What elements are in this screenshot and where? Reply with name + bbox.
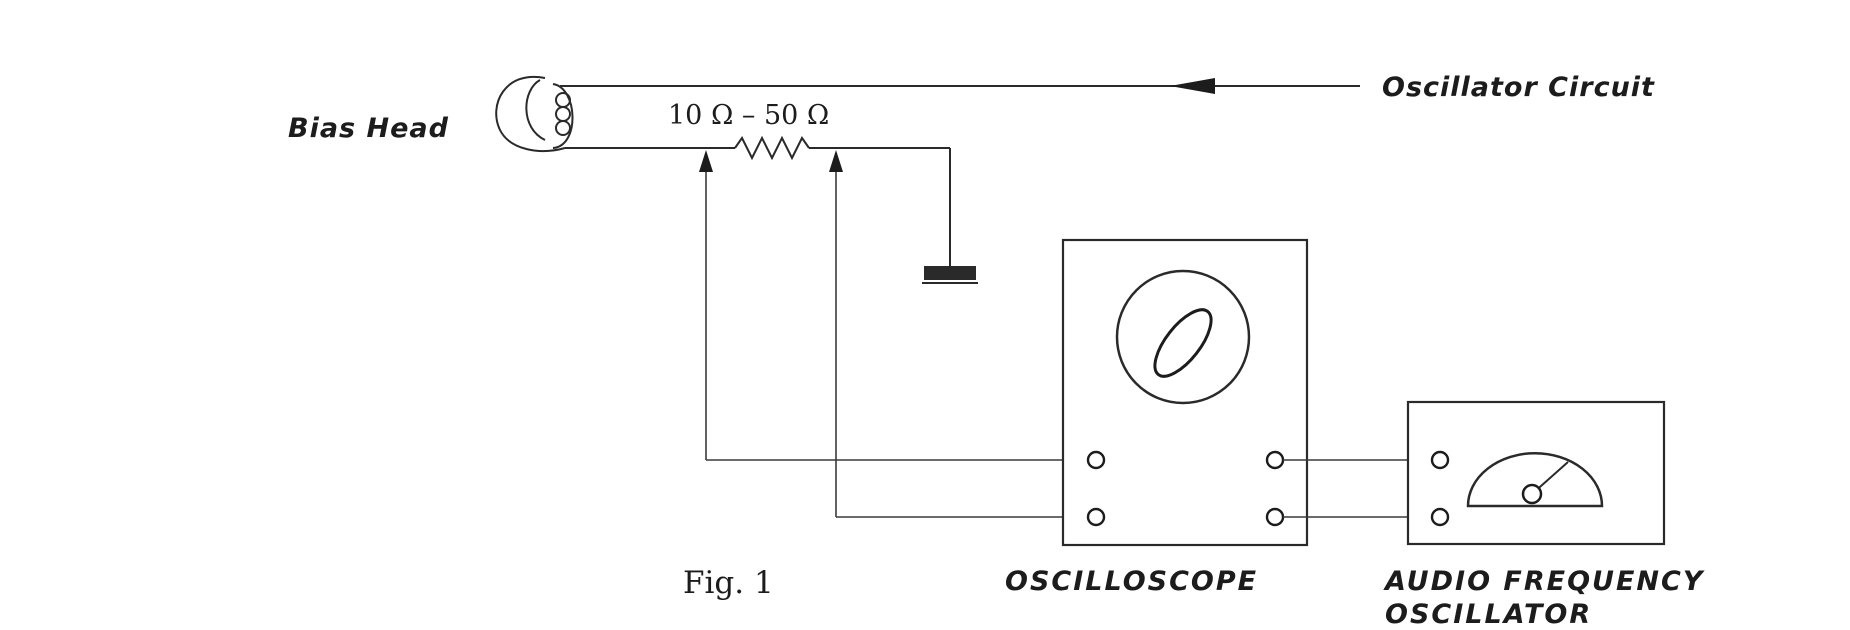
bias-head-icon [495,75,580,152]
audio-oscillator-label-line2: OSCILLATOR [1385,599,1592,630]
terminal [1086,507,1106,527]
figure-caption: Fig. 1 [683,565,774,601]
oscilloscope [1061,238,1309,547]
probe-lead-1 [699,150,1085,461]
terminal [1265,450,1285,470]
resistor-value-label: 10 Ω – 50 Ω [668,100,829,131]
terminal [1265,507,1285,527]
dial-gauge-icon [1466,452,1604,508]
audio-oscillator-label-line1: AUDIO FREQUENCY [1383,566,1705,597]
oscilloscope-label: OSCILLOSCOPE [1005,566,1258,597]
ground-icon [922,266,978,284]
audio-frequency-oscillator [1406,400,1666,546]
signal-arrow [1170,78,1215,94]
oscillator-circuit-label: Oscillator Circuit [1382,72,1655,103]
oscillator-leads [1283,459,1430,518]
oscillator-feed-wire [560,78,1360,94]
resistor-icon [734,135,810,161]
lissajous-trace [1153,308,1213,378]
probe-lead-2 [829,150,1085,518]
terminal [1430,507,1450,527]
bias-head-label: Bias Head [288,113,449,144]
oscilloscope-screen [1115,269,1251,405]
terminal [1086,450,1106,470]
terminal [1430,450,1450,470]
resistor-circuit [565,135,951,268]
